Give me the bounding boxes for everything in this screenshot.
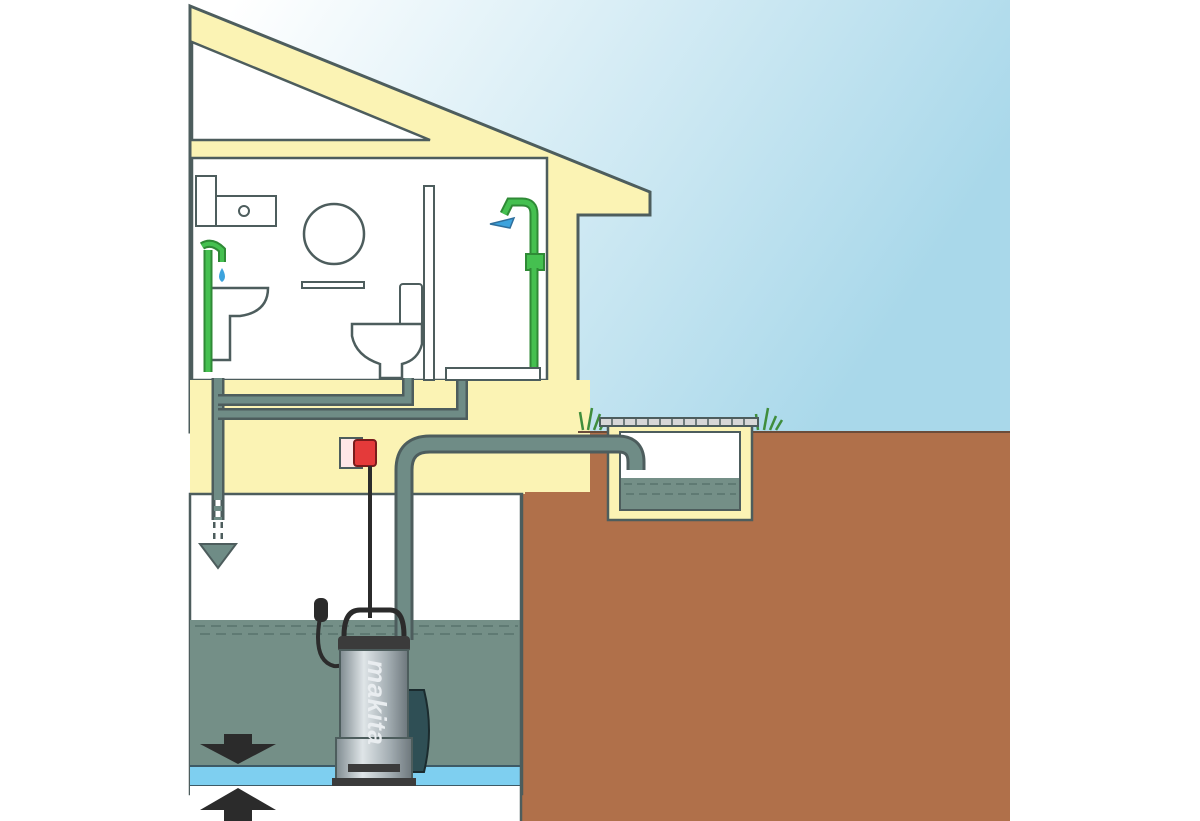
pump-brand-label: makita <box>362 660 392 745</box>
outflow-arrow-icon <box>198 543 238 570</box>
up-arrow-icon <box>200 788 276 821</box>
mirror-icon <box>302 202 366 266</box>
sink-icon <box>199 239 270 372</box>
attic-space <box>190 40 431 142</box>
shelf <box>301 281 365 289</box>
shower-tray <box>445 367 541 381</box>
sewer-outflow <box>198 500 238 570</box>
shower-icon <box>489 197 545 378</box>
discharge-hose-fill <box>397 437 643 640</box>
submersible-pump-icon: makita <box>332 607 416 786</box>
drainage-pit-icon <box>599 417 759 522</box>
toilet-icon <box>350 283 424 380</box>
partition-wall <box>423 185 435 381</box>
waste-pipes <box>211 378 468 520</box>
down-arrow-icon <box>200 734 276 764</box>
electric-socket-icon <box>339 437 377 469</box>
cabinet-icon <box>195 175 277 227</box>
float-switch-icon <box>314 598 328 622</box>
